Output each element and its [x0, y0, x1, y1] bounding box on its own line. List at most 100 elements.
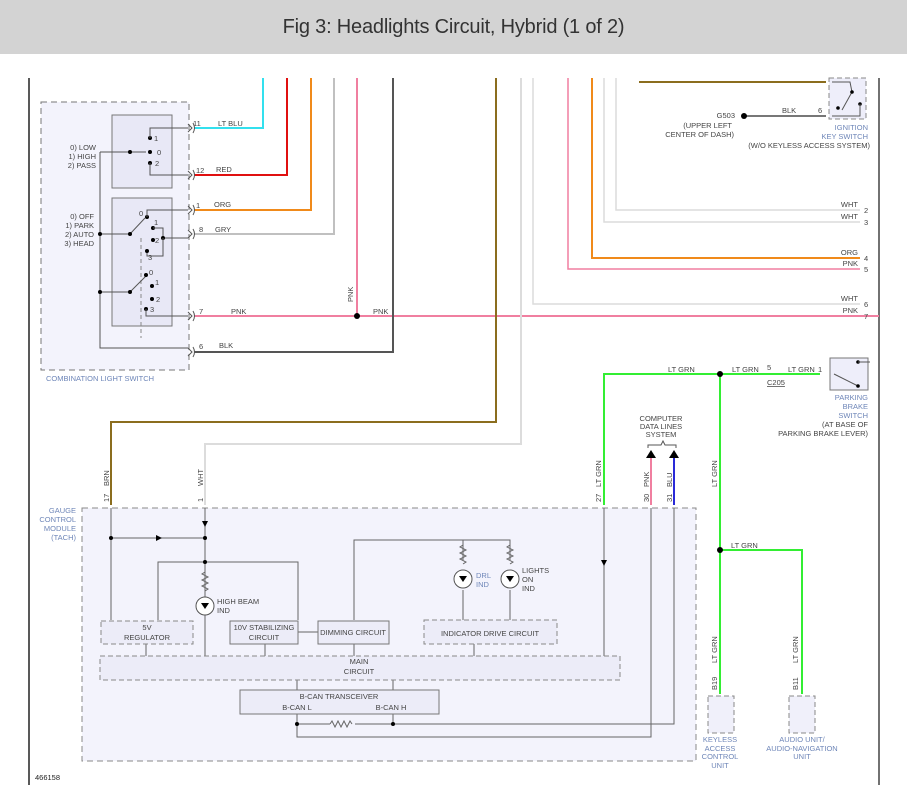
keyless-access-control-unit: B19 LT GRN KEYLESS ACCESS CONTROL UNIT [702, 636, 739, 770]
wire-blk [194, 78, 394, 353]
dimmer-position-high: 1) HIGH [68, 152, 96, 161]
bcan-title: B-CAN TRANSCEIVER [300, 692, 379, 701]
pin-6: 6 [199, 342, 203, 351]
c205-pin: 5 [767, 363, 771, 372]
light-switch-box [111, 197, 173, 327]
keyless-pin: B19 [710, 677, 719, 690]
lt-grn-label-2: LT GRN [732, 365, 759, 374]
right-pin-6: 6 [864, 300, 868, 309]
computer-data-lines: COMPUTER DATA LINES SYSTEM [640, 414, 684, 505]
pin-1: 1 [196, 201, 200, 210]
right-pin-7: 7 [864, 312, 868, 321]
ignition-label-2: KEY SWITCH [821, 132, 868, 141]
figure-title-bar: Fig 3: Headlights Circuit, Hybrid (1 of … [0, 0, 907, 54]
ground-note-1: (UPPER LEFT [683, 121, 732, 130]
audio-label-2: AUDIO-NAVIGATION [766, 744, 837, 753]
ground-g503-icon [741, 113, 747, 119]
bcan-transceiver-block [239, 689, 440, 715]
dimming-block [317, 620, 390, 645]
dimmer-contact-1: 1 [154, 134, 158, 143]
wire-lt-blu [194, 78, 264, 129]
combination-light-switch: 1 0 2 0 1 2 3 0 1 2 3 0) LOW 1) HIGH [40, 101, 190, 383]
keyless-label-2: ACCESS [705, 744, 736, 753]
light-position-head: 3) HEAD [64, 239, 94, 248]
right-side-wires: WHT 2 WHT 3 ORG 4 PNK 5 WHT 6 PNK 7 [532, 78, 868, 321]
indicator-drive-label: INDICATOR DRIVE CIRCUIT [441, 629, 539, 638]
pin-12: 12 [196, 166, 204, 175]
ignition-key-switch: BLK 6 G503 (UPPER LEFT CENTER OF DASH) I… [665, 77, 870, 150]
figure-id: 466158 [35, 773, 60, 782]
regulator-block [100, 620, 194, 645]
module-pin-30: 30 [642, 494, 651, 502]
gauge-label-2: CONTROL [39, 515, 76, 524]
right-pin-2: 2 [864, 206, 868, 215]
wire-label-lt-blu: LT BLU [218, 119, 243, 128]
dimmer-contact-0: 0 [157, 148, 161, 157]
lights-on-label-1: LIGHTS [522, 566, 549, 575]
resistor-icon [200, 571, 210, 592]
light2-contact-2: 2 [156, 295, 160, 304]
wire-label-org: ORG [214, 200, 231, 209]
light-position-off: 0) OFF [70, 212, 94, 221]
ground-note-2: CENTER OF DASH) [665, 130, 734, 139]
light-contact-0: 0 [139, 209, 143, 218]
dimmer-position-pass: 2) PASS [68, 161, 96, 170]
resistor-icon [458, 544, 468, 565]
lt-grn-network: LT GRN LT GRN LT GRN 5 C205 1 LT GRN LT … [603, 363, 822, 694]
right-pin-3: 3 [864, 218, 868, 227]
gauge-label-1: GAUGE [49, 506, 76, 515]
lights-on-label-2: ON [522, 575, 533, 584]
drl-label-1: DRL [476, 571, 491, 580]
right-wire-label-2: WHT [841, 200, 858, 209]
figure-title: Fig 3: Headlights Circuit, Hybrid (1 of … [282, 15, 625, 38]
module-pin-1: 1 [196, 498, 205, 502]
stabilizing-label-2: CIRCUIT [249, 633, 280, 642]
light-position-park: 1) PARK [65, 221, 94, 230]
diode-icon [202, 521, 208, 527]
diode-icon [601, 560, 607, 566]
drl-label-2: IND [476, 580, 490, 589]
bcan-l-label: B-CAN L [282, 703, 312, 712]
parking-brake-switch: PARKING BRAKE SWITCH (AT BASE OF PARKING… [778, 357, 870, 438]
wire-label-gry: GRY [215, 225, 231, 234]
right-wire-label-3: WHT [841, 212, 858, 221]
resistor-icon [505, 544, 515, 565]
main-label-1: MAIN [350, 657, 369, 666]
cdl-label-3: SYSTEM [646, 430, 677, 439]
audio-wire-label: LT GRN [791, 636, 800, 663]
right-wire-label-5: PNK [843, 259, 858, 268]
right-wire-label-6: WHT [841, 294, 858, 303]
right-pin-5: 5 [864, 265, 868, 274]
pin-7: 7 [199, 307, 203, 316]
ignition-note: (W/O KEYLESS ACCESS SYSTEM) [748, 141, 870, 150]
wire-label-blk: BLK [219, 341, 233, 350]
module-wire-wht: WHT [196, 469, 205, 486]
keyless-label-3: CONTROL [702, 752, 739, 761]
cdl-label-2: DATA LINES [640, 422, 682, 431]
parking-label-1: PARKING [835, 393, 868, 402]
module-pin-17: 17 [102, 494, 111, 502]
gauge-control-module: GAUGE CONTROL MODULE (TACH) 17 BRN 1 WHT… [39, 460, 697, 762]
dimmer-position-low: 0) LOW [70, 143, 97, 152]
cdl-label-1: COMPUTER [640, 414, 684, 423]
light2-contact-0: 0 [149, 268, 153, 277]
pin-11: 11 [193, 119, 201, 128]
c205-connector-label: C205 [767, 378, 785, 387]
module-pin-31: 31 [665, 494, 674, 502]
module-pin-27: 27 [594, 494, 603, 502]
parking-brake-pin: 1 [818, 365, 822, 374]
wire-org [194, 78, 312, 211]
light2-contact-3: 3 [150, 305, 154, 314]
ignition-wire-label: BLK [782, 106, 796, 115]
high-beam-label-2: IND [217, 606, 231, 615]
light-contact-2: 2 [155, 236, 159, 245]
parking-label-3: SWITCH [838, 411, 868, 420]
lt-grn-label-1: LT GRN [668, 365, 695, 374]
wire-label-red: RED [216, 165, 232, 174]
high-beam-label-1: HIGH BEAM [217, 597, 259, 606]
light-contact-1: 1 [154, 218, 158, 227]
audio-label-1: AUDIO UNIT/ [779, 735, 825, 744]
right-wire-label-7: PNK [843, 306, 858, 315]
parking-note-1: (AT BASE OF [822, 420, 868, 429]
